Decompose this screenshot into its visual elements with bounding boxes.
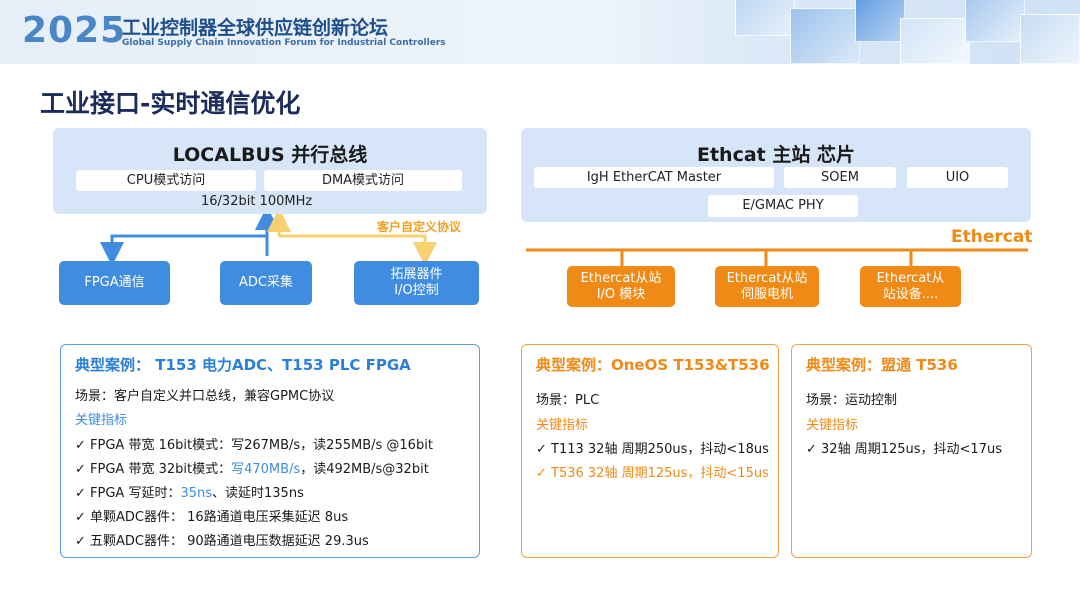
kpi-item-highlight: ✓ T536 32轴 周期125us，抖动<15us [536,466,769,481]
kpi-label: 关键指标 [75,413,128,428]
ethcat-panel: Ethcat 主站 芯片 IgH EtherCAT Master SOEM UI… [521,128,1031,222]
case-scene: 场景：PLC [536,393,600,408]
case-card-mengtong: 典型案例：盟通 T536 场景：运动控制 关键指标 ✓ 32轴 周期125us，… [791,344,1032,558]
kpi-text: 、读延时135ns [212,486,304,501]
banner-year: 2025 [22,10,127,51]
kpi-label: 关键指标 [806,418,859,433]
igh-master-box: IgH EtherCAT Master [534,167,774,188]
header-banner: 2025 工业控制器全球供应链创新论坛 Global Supply Chain … [0,0,1080,64]
case-title: 典型案例：OneOS T153&T536 [536,356,770,374]
kpi-text: ✓ 五颗ADC器件： 90路通道电压数据延迟 29.3us [75,534,369,549]
fpga-comm-box: FPGA通信 [59,261,170,305]
case-title: 典型案例： T153 电力ADC、T153 PLC FPGA [75,356,411,374]
decor-cube [855,0,905,42]
kpi-item: ✓ 五颗ADC器件： 90路通道电压数据延迟 29.3us [75,530,369,549]
cpu-mode-box: CPU模式访问 [76,170,256,191]
kpi-text: ✓ FPGA 带宽 32bit模式： [75,462,232,477]
soem-box: SOEM [784,167,896,188]
kpi-item: ✓ T113 32轴 周期250us，抖动<18us [536,442,769,457]
kpi-item: ✓ 32轴 周期125us，抖动<17us [806,442,1002,457]
uio-box: UIO [907,167,1008,188]
slave-servo-box: Ethercat从站 伺服电机 [715,266,819,307]
expansion-io-box: 拓展器件 I/O控制 [354,261,479,305]
decor-cube [790,8,860,64]
banner-title: 工业控制器全球供应链创新论坛 [122,17,389,39]
kpi-text: ✓ 单颗ADC器件： 16路通道电压采集延迟 8us [75,510,349,525]
case-scene: 场景：客户自定义并口总线，兼容GPMC协议 [75,389,335,404]
kpi-label: 关键指标 [536,418,589,433]
dma-mode-box: DMA模式访问 [264,170,462,191]
banner-subtitle: Global Supply Chain Innovation Forum for… [122,38,446,48]
decor-cube [900,18,970,64]
page-title: 工业接口-实时通信优化 [40,89,301,118]
decor-cube [965,0,1025,42]
kpi-item: ✓ FPGA 写延时：35ns、读延时135ns [75,482,304,501]
case-scene: 场景：运动控制 [806,393,898,408]
kpi-highlight: 写470MB/s [231,462,301,477]
decor-cube [735,0,795,36]
case-card-oneos: 典型案例：OneOS T153&T536 场景：PLC 关键指标 ✓ T113 … [521,344,779,558]
case-card-localbus: 典型案例： T153 电力ADC、T153 PLC FPGA 场景：客户自定义并… [60,344,480,558]
ethercat-bus-label: Ethercat [951,227,1033,247]
kpi-item: ✓ FPGA 带宽 16bit模式：写267MB/s，读255MB/s @16b… [75,434,433,453]
decor-cube [1020,14,1080,64]
slave-device-box: Ethercat从 站设备.... [860,266,961,307]
kpi-text: ，读492MB/s@32bit [300,462,429,477]
kpi-item: ✓ 单颗ADC器件： 16路通道电压采集延迟 8us [75,506,348,525]
localbus-title: LOCALBUS 并行总线 [172,144,368,166]
kpi-item: ✓ FPGA 带宽 32bit模式：写470MB/s，读492MB/s@32bi… [75,458,429,477]
ethcat-title: Ethcat 主站 芯片 [697,144,855,166]
kpi-text: ✓ FPGA 带宽 16bit模式：写267MB/s，读255MB/s @16b… [75,438,433,453]
case-title: 典型案例：盟通 T536 [806,356,958,374]
localbus-spec: 16/32bit 100MHz [201,194,313,209]
gmac-phy-box: E/GMAC PHY [708,195,858,217]
custom-protocol-label: 客户自定义协议 [377,220,462,234]
slave-io-module-box: Ethercat从站 I/O 模块 [567,266,675,307]
kpi-highlight: 35ns [180,486,213,501]
adc-capture-box: ADC采集 [220,261,312,305]
kpi-text: ✓ FPGA 写延时： [75,486,181,501]
localbus-panel: LOCALBUS 并行总线 CPU模式访问 DMA模式访问 16/32bit 1… [53,128,487,214]
